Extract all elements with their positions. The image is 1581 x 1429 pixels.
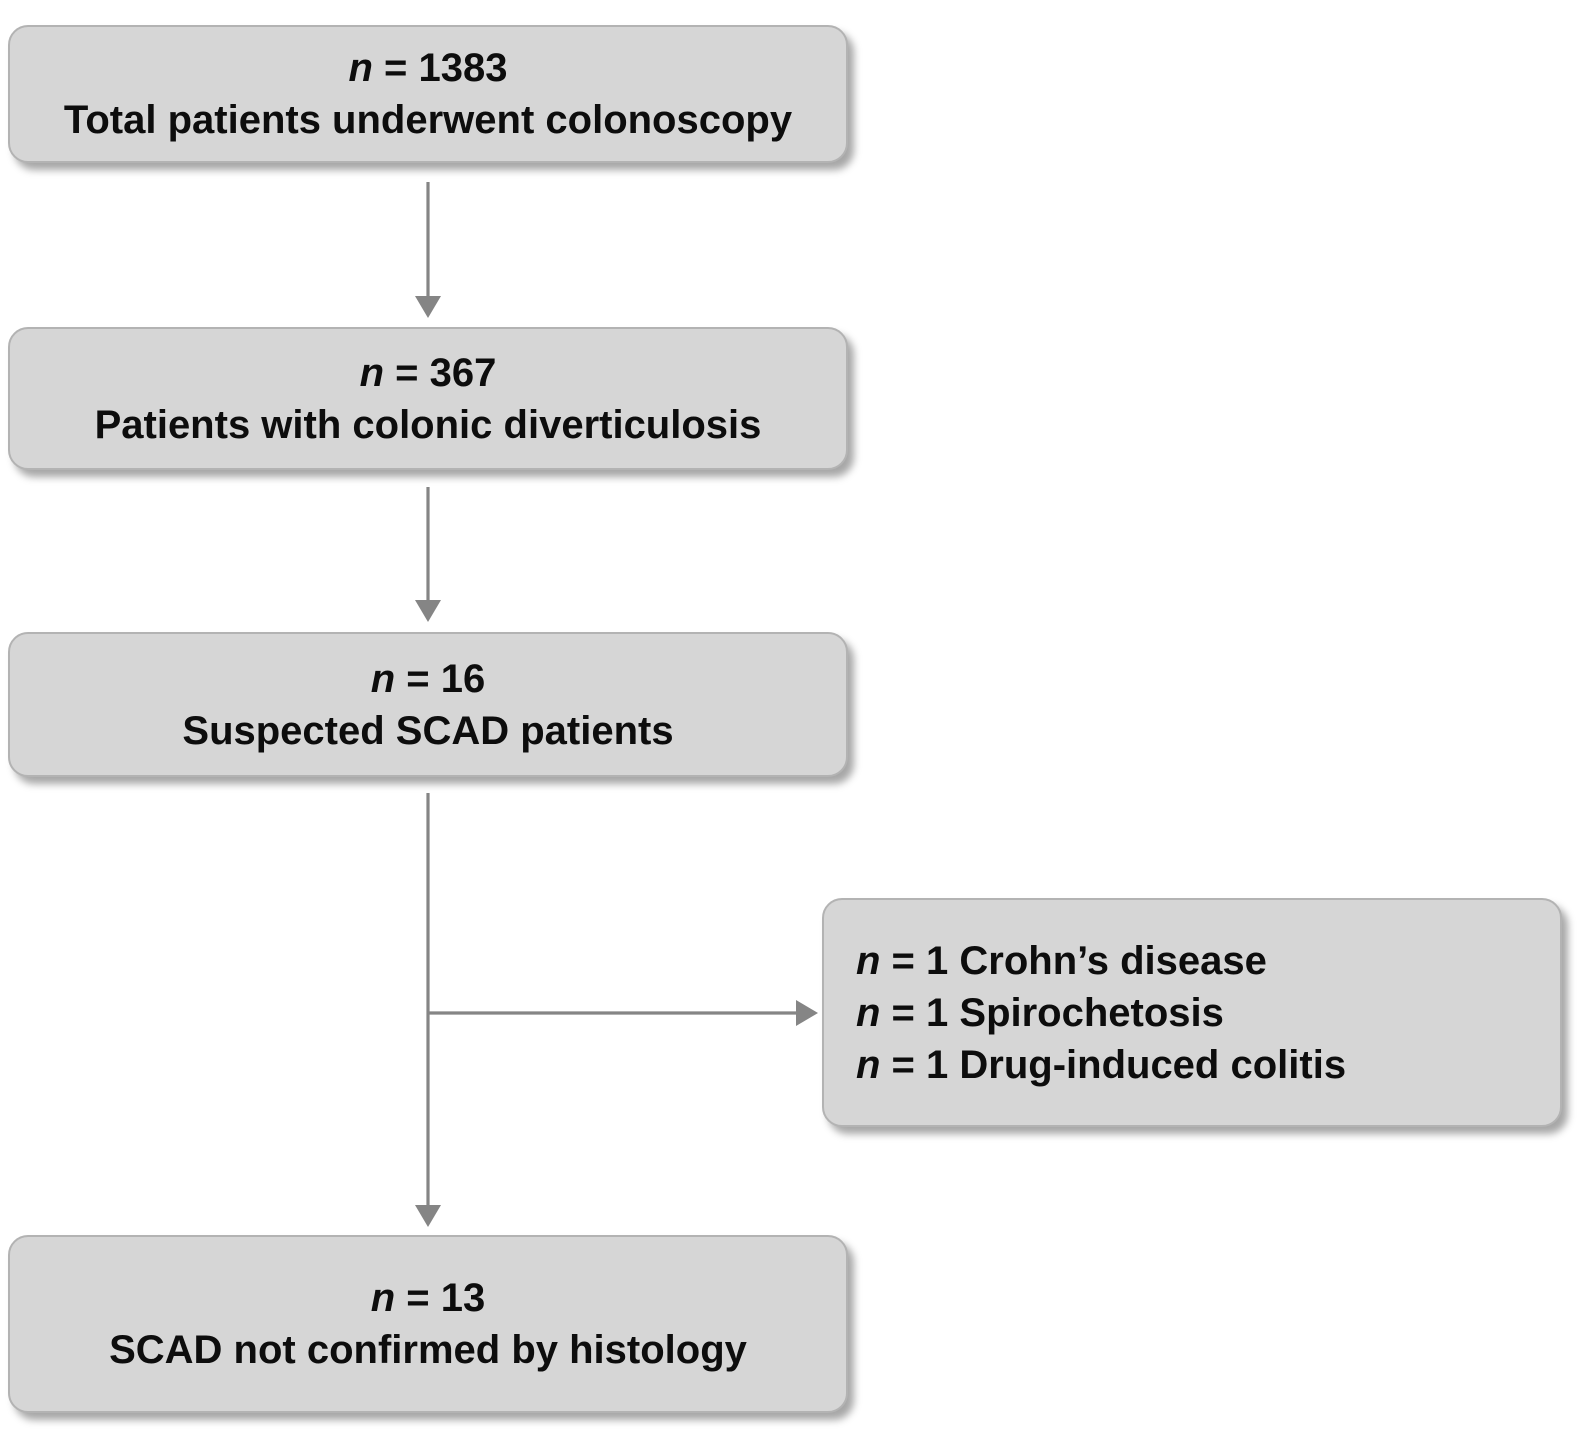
n-symbol: n bbox=[370, 656, 396, 701]
node-label: Patients with colonic diverticulosis bbox=[94, 402, 762, 447]
arrow-branch-to-exclusions bbox=[429, 1000, 818, 1026]
exclusion-line: n = 1 Crohn’s disease bbox=[856, 935, 1548, 987]
node-label: Total patients underwent colonoscopy bbox=[63, 98, 793, 142]
arrow-suspected-to-notconfirmed bbox=[415, 793, 441, 1227]
exclusion-line: n = 1 Spirochetosis bbox=[856, 987, 1548, 1039]
node-total-colonoscopy: n = 1383 Total patients underwent colono… bbox=[8, 25, 848, 163]
node-exclusions: n = 1 Crohn’s disease n = 1 Spirochetosi… bbox=[822, 898, 1562, 1127]
arrow-total-to-diverticulosis bbox=[415, 182, 441, 318]
node-label: SCAD not confirmed by histology bbox=[109, 1328, 747, 1372]
count-text: = 13 bbox=[395, 1276, 486, 1320]
exclusion-text: = 1 Spirochetosis bbox=[880, 990, 1224, 1035]
count-text: = 16 bbox=[395, 656, 486, 701]
exclusion-text: = 1 Crohn’s disease bbox=[880, 938, 1267, 983]
count-text: = 1383 bbox=[372, 46, 508, 90]
n-symbol: n bbox=[856, 938, 881, 983]
node-count-line: n = 1383 bbox=[10, 42, 846, 94]
exclusion-line: n = 1 Drug-induced colitis bbox=[856, 1039, 1548, 1091]
n-symbol: n bbox=[370, 1276, 396, 1320]
node-count-line: n = 367 bbox=[10, 347, 846, 399]
node-label: Suspected SCAD patients bbox=[182, 708, 674, 753]
n-symbol: n bbox=[856, 990, 881, 1035]
exclusion-text: = 1 Drug-induced colitis bbox=[880, 1042, 1347, 1087]
node-count-line: n = 13 bbox=[10, 1272, 846, 1324]
n-symbol: n bbox=[359, 350, 385, 395]
node-count-line: n = 16 bbox=[10, 653, 846, 705]
node-scad-not-confirmed: n = 13 SCAD not confirmed by histology bbox=[8, 1235, 848, 1413]
n-symbol: n bbox=[348, 46, 373, 90]
n-symbol: n bbox=[856, 1042, 881, 1087]
arrow-diverticulosis-to-suspected bbox=[415, 487, 441, 622]
node-colonic-diverticulosis: n = 367 Patients with colonic diverticul… bbox=[8, 327, 848, 470]
count-text: = 367 bbox=[384, 350, 497, 395]
node-suspected-scad: n = 16 Suspected SCAD patients bbox=[8, 632, 848, 777]
